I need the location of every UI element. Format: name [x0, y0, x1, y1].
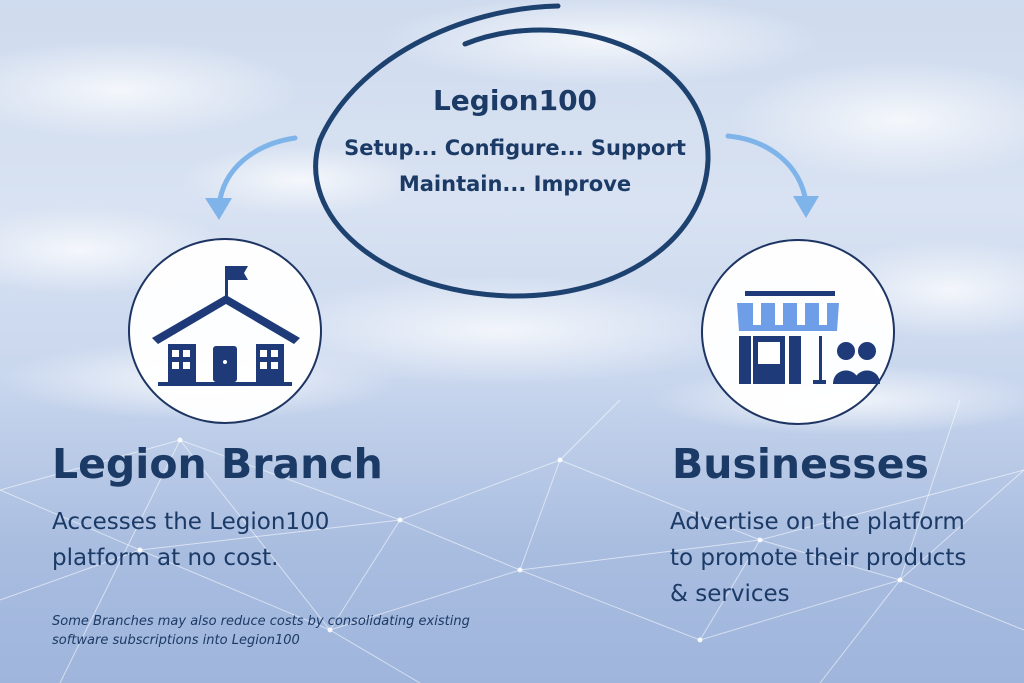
branch-footnote: Some Branches may also reduce costs by c… — [52, 614, 470, 648]
arrow-left-icon — [205, 135, 298, 220]
school-building-icon — [152, 266, 300, 386]
branch-description: Accesses the Legion100 platform at no co… — [52, 509, 330, 571]
center-tagline-2: Maintain... Improve — [398, 172, 632, 196]
branch-heading: Legion Branch — [52, 440, 383, 488]
center-hand-drawn-circle — [313, 3, 711, 299]
center-tagline-1: Setup... Configure... Support — [344, 136, 686, 160]
center-title: Legion100 — [432, 84, 598, 117]
arrow-right-icon — [725, 133, 819, 218]
network-pattern — [0, 400, 1024, 683]
business-description: Advertise on the platform to promote the… — [670, 509, 967, 607]
branch-badge — [128, 238, 322, 424]
storefront-with-people-icon — [737, 291, 880, 384]
business-badge — [701, 239, 895, 425]
business-heading: Businesses — [672, 440, 929, 488]
